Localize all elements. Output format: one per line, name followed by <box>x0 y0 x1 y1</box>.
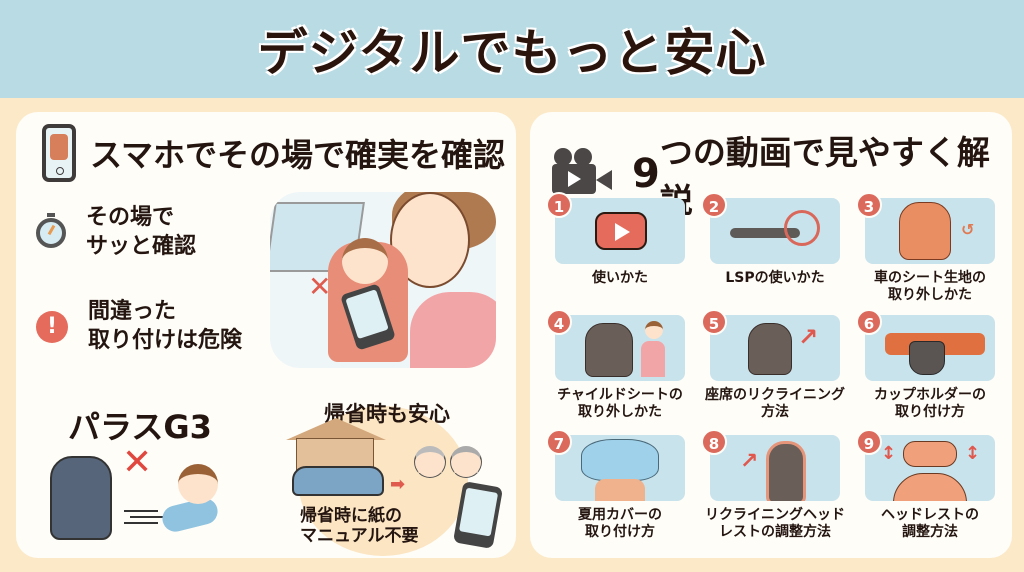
cover-icon <box>581 439 659 481</box>
grandmother-icon <box>450 446 482 478</box>
play-button-icon <box>595 212 647 250</box>
video-camera-icon <box>552 148 616 196</box>
note-line: 帰省時に紙の <box>300 506 402 526</box>
product-name: パラスG3 <box>68 408 212 446</box>
lsp-bar-icon <box>730 228 800 238</box>
video-label: 夏用カバーの 取り付け方 <box>578 507 662 541</box>
point-line: 取り付けは危険 <box>88 327 243 353</box>
note-line: マニュアル不要 <box>300 526 419 547</box>
video-count: 9 <box>632 151 660 197</box>
video-number-badge: 7 <box>546 429 572 455</box>
hands-icon <box>595 479 645 501</box>
page-title: デジタルでもっと安心 <box>257 24 767 82</box>
video-number-badge: 9 <box>856 429 882 455</box>
point-line: その場で <box>86 205 175 230</box>
cup-holder-icon <box>909 341 945 375</box>
header-banner: デジタルでもっと安心 <box>0 0 1024 98</box>
video-item-lsp[interactable]: 2 LSPの使いかた <box>701 192 843 315</box>
house-roof <box>286 418 386 440</box>
child-face <box>178 464 218 504</box>
video-number-badge: 3 <box>856 192 882 218</box>
speed-lines <box>124 510 158 512</box>
point-line: 間違った <box>88 299 177 324</box>
video-number-badge: 5 <box>701 309 727 335</box>
video-label: 車のシート生地の 取り外しかた <box>874 270 986 304</box>
videos-title-text: つの動画で見やすく解説 <box>659 133 990 220</box>
point-line: サッと確認 <box>86 233 197 259</box>
seat-icon <box>899 202 951 260</box>
videos-panel: 9 つの動画で見やすく解説 1 使いかた 2 LSPの使いかた <box>530 112 1012 558</box>
video-label: ヘッドレストの 調整方法 <box>881 507 979 541</box>
headrest-icon <box>903 441 957 467</box>
child-face <box>342 238 388 284</box>
child-falling-illustration: ✕ <box>50 442 250 550</box>
video-label: 使いかた <box>592 270 648 286</box>
girl-body <box>641 341 665 377</box>
video-label: チャイルドシートの 取り外しかた <box>557 387 683 421</box>
video-number-badge: 1 <box>546 192 572 218</box>
video-number-badge: 4 <box>546 309 572 335</box>
car-seat-icon <box>50 456 112 540</box>
video-item-seat-fabric[interactable]: ↺ 3 車のシート生地の 取り外しかた <box>856 192 998 315</box>
video-number-badge: 8 <box>701 429 727 455</box>
x-mark-icon: ✕ <box>308 270 332 303</box>
video-thumbnail[interactable]: ↗ <box>710 435 840 501</box>
video-thumbnail[interactable] <box>710 198 840 264</box>
smartphone-section-title: スマホでその場で確実を確認 <box>42 124 505 182</box>
homecoming-illustration: 帰省時も安心 ➡ 帰省時に紙の マニュアル不要 <box>278 394 506 556</box>
mother-body <box>410 292 496 368</box>
seat-icon <box>748 323 792 375</box>
arrow-updown-icon: ↕ <box>965 443 981 464</box>
arrow-right-icon: ➡ <box>390 474 406 495</box>
video-thumbnail[interactable]: ↺ <box>865 198 995 264</box>
x-mark-icon: ✕ <box>122 442 153 483</box>
video-thumbnail[interactable] <box>865 315 995 381</box>
video-item-usage[interactable]: 1 使いかた <box>546 192 688 315</box>
homecoming-note: 帰省時に紙の マニュアル不要 <box>300 506 419 547</box>
arrow-updown-icon: ↕ <box>881 443 897 464</box>
video-item-recline[interactable]: ↗ 5 座席のリクライニング 方法 <box>701 309 845 435</box>
video-thumbnail[interactable]: ↕ ↕ <box>865 435 995 501</box>
smartphone-title-text: スマホでその場で確実を確認 <box>90 136 506 174</box>
video-item-headrest[interactable]: ↕ ↕ 9 ヘッドレストの 調整方法 <box>856 429 998 555</box>
video-number-badge: 6 <box>856 309 882 335</box>
video-number-badge: 2 <box>701 192 727 218</box>
video-label: 座席のリクライニング 方法 <box>705 387 845 421</box>
smartphone-icon <box>42 124 76 182</box>
video-label: LSPの使いかた <box>725 270 825 286</box>
video-thumbnail[interactable]: ↗ <box>710 315 840 381</box>
girl-icon <box>645 321 663 339</box>
video-item-reclining-headrest[interactable]: ↗ 8 リクライニングヘッド レストの調整方法 <box>701 429 845 555</box>
car-icon <box>292 466 384 496</box>
video-label: カップホルダーの 取り付け方 <box>874 387 986 421</box>
video-item-summer-cover[interactable]: 7 夏用カバーの 取り付け方 <box>546 429 688 555</box>
highlight-circle-icon <box>784 210 820 246</box>
video-item-remove-child-seat[interactable]: 4 チャイルドシートの 取り外しかた <box>546 309 688 435</box>
video-label: リクライニングヘッド レストの調整方法 <box>705 507 845 541</box>
arrow-curved-icon: ↗ <box>740 449 759 474</box>
mother-checking-phone-illustration: ✕ <box>270 192 496 368</box>
seat-back-icon <box>893 473 967 501</box>
smartphone-panel: スマホでその場で確実を確認 その場で サッと確認 ! 間違った 取り付けは危険 … <box>16 112 516 558</box>
video-item-cup-holder[interactable]: 6 カップホルダーの 取り付け方 <box>856 309 998 435</box>
seat-icon <box>766 441 806 501</box>
arrow-icon: ↺ <box>961 220 975 239</box>
video-grid: 1 使いかた 2 LSPの使いかた ↺ 3 車のシート生地の <box>546 192 998 555</box>
point-danger: ! 間違った 取り付けは危険 <box>36 298 242 355</box>
arrow-up-right-icon: ↗ <box>798 323 819 351</box>
alert-icon: ! <box>36 310 68 343</box>
stopwatch-icon <box>36 212 66 248</box>
videos-section-title: 9 つの動画で見やすく解説 <box>552 126 1012 222</box>
video-thumbnail[interactable] <box>555 315 685 381</box>
video-thumbnail[interactable] <box>555 198 685 264</box>
video-thumbnail[interactable] <box>555 435 685 501</box>
point-quick-check: その場で サッと確認 <box>36 204 196 261</box>
grandfather-icon <box>414 446 446 478</box>
seat-icon <box>585 323 633 377</box>
